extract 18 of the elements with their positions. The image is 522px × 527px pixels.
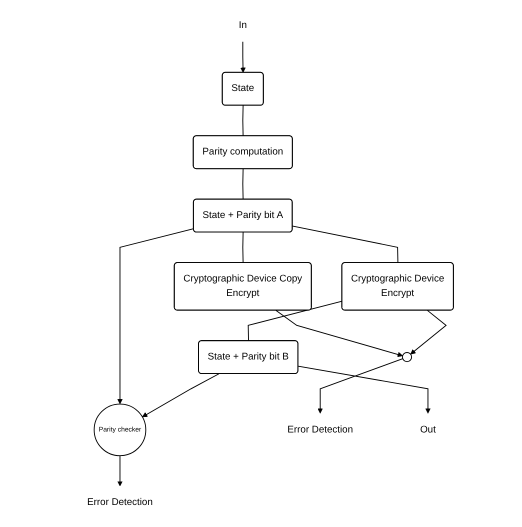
arrow bbox=[116, 228, 194, 404]
arrow bbox=[142, 372, 219, 417]
connector bbox=[292, 225, 398, 263]
node-text: Error Detection bbox=[86, 496, 152, 508]
node-text: In bbox=[238, 19, 246, 30]
connector bbox=[242, 168, 244, 200]
node-text: Out bbox=[420, 424, 436, 434]
arrow bbox=[274, 309, 402, 357]
connector bbox=[242, 104, 244, 136]
arrow bbox=[317, 358, 403, 414]
node-text: Error Detection bbox=[286, 424, 353, 434]
node-circle bbox=[402, 352, 412, 362]
connector bbox=[247, 300, 342, 341]
arrow bbox=[116, 454, 122, 486]
arrow bbox=[297, 365, 430, 414]
arrow bbox=[410, 309, 446, 354]
arrow bbox=[240, 40, 246, 72]
connector bbox=[242, 231, 244, 263]
